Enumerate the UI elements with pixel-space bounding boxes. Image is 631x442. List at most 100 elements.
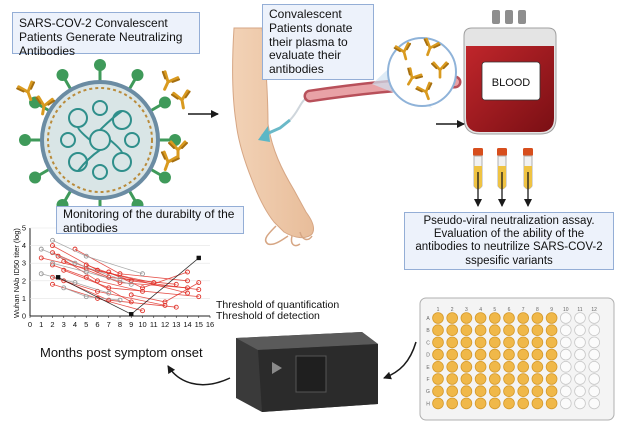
series-line	[63, 287, 121, 301]
antibody-icon	[430, 61, 450, 79]
spike-head	[29, 171, 42, 184]
x-tick-label: 11	[150, 320, 158, 329]
plate-well	[531, 360, 544, 373]
arrow-to-reader	[383, 341, 417, 380]
plate-well	[460, 336, 473, 349]
x-tick-label: 2	[50, 320, 54, 329]
tube-cap	[473, 148, 483, 156]
chart-series	[38, 237, 202, 317]
plate-well	[474, 397, 487, 410]
series-point	[140, 271, 145, 277]
lens-antibodies	[393, 37, 450, 101]
plate-column-label: 6	[508, 307, 511, 313]
plate-well	[588, 385, 600, 398]
plate-well	[488, 397, 501, 410]
plate-column-label: 8	[536, 307, 539, 313]
series-point	[185, 278, 190, 284]
monitoring-box-text: Monitoring of the durabilty of the antib…	[63, 207, 235, 235]
series-line	[74, 248, 188, 282]
plate-well	[588, 324, 600, 337]
series-point	[140, 285, 145, 291]
plate-well	[503, 312, 515, 324]
plate-well	[460, 348, 473, 361]
series-point	[50, 260, 55, 266]
plate-well	[517, 312, 529, 324]
plate-column-label: 1	[437, 307, 440, 313]
series-point	[106, 269, 112, 275]
plate-well	[446, 312, 459, 324]
antibody-icon	[407, 67, 424, 86]
series-point	[128, 292, 134, 298]
series-point	[128, 281, 134, 287]
plate-well	[474, 373, 487, 385]
plate-well	[574, 324, 586, 337]
series-line	[41, 257, 154, 283]
spike-head	[94, 59, 106, 71]
plate-well	[588, 360, 600, 373]
antibody-icon	[168, 140, 188, 160]
antibody-icon	[161, 70, 181, 91]
x-tick-label: 13	[172, 320, 180, 329]
plate-well	[588, 336, 600, 349]
plate-well	[474, 348, 487, 361]
plate-well	[588, 312, 600, 324]
plate-row-label: H	[426, 401, 430, 407]
series-point	[95, 278, 100, 284]
plate-well	[474, 336, 487, 349]
plate-well	[432, 324, 444, 337]
series-line	[41, 273, 109, 294]
plate-column-label: 10	[563, 307, 569, 313]
y-tick-label: 5	[22, 224, 26, 233]
plate-row-label: E	[426, 365, 430, 371]
series-point	[106, 285, 112, 291]
series-point	[50, 262, 55, 268]
plate-well	[503, 348, 515, 361]
plate-well	[460, 324, 473, 337]
x-tick-label: 12	[161, 320, 169, 329]
series-point	[117, 297, 123, 303]
plate-well	[545, 312, 558, 324]
plate-column-label: 3	[465, 307, 468, 313]
plate-well	[559, 312, 572, 324]
series-line	[86, 264, 199, 290]
plate-row-label: D	[426, 353, 430, 359]
plate-well	[517, 360, 529, 373]
plate-well	[574, 336, 586, 349]
plate-well	[517, 324, 529, 337]
series-point	[50, 281, 55, 287]
series-point	[83, 266, 89, 271]
spike-head	[131, 69, 144, 82]
plate-well	[531, 397, 544, 410]
series-point	[50, 243, 55, 249]
series-point	[61, 267, 67, 273]
y-tick-label: 4	[22, 241, 26, 250]
tube-cap	[523, 148, 533, 156]
plate-wells	[432, 312, 600, 410]
plate-well	[559, 348, 572, 361]
plate-well	[503, 397, 515, 410]
antibody-icon	[423, 37, 441, 57]
series-point	[55, 253, 61, 259]
x-tick-label: 7	[107, 320, 111, 329]
plate-well	[559, 397, 572, 410]
plate-well	[488, 360, 501, 373]
series-point	[55, 275, 61, 280]
plate-well	[432, 336, 444, 349]
plate-column-label: 4	[479, 307, 482, 313]
series-line	[52, 252, 177, 285]
threshold-quantification-label: Threshold of quantification	[216, 299, 339, 311]
plate-row-label: C	[426, 340, 430, 346]
series-line	[131, 282, 199, 303]
series-point	[83, 269, 89, 275]
x-tick-label: 0	[28, 320, 32, 329]
plate-well	[446, 348, 459, 361]
series-point	[72, 280, 78, 286]
series-point	[196, 294, 202, 300]
series-line	[52, 262, 132, 285]
plate-well	[503, 373, 515, 385]
plate-well	[446, 336, 459, 349]
plate-well	[446, 373, 459, 385]
